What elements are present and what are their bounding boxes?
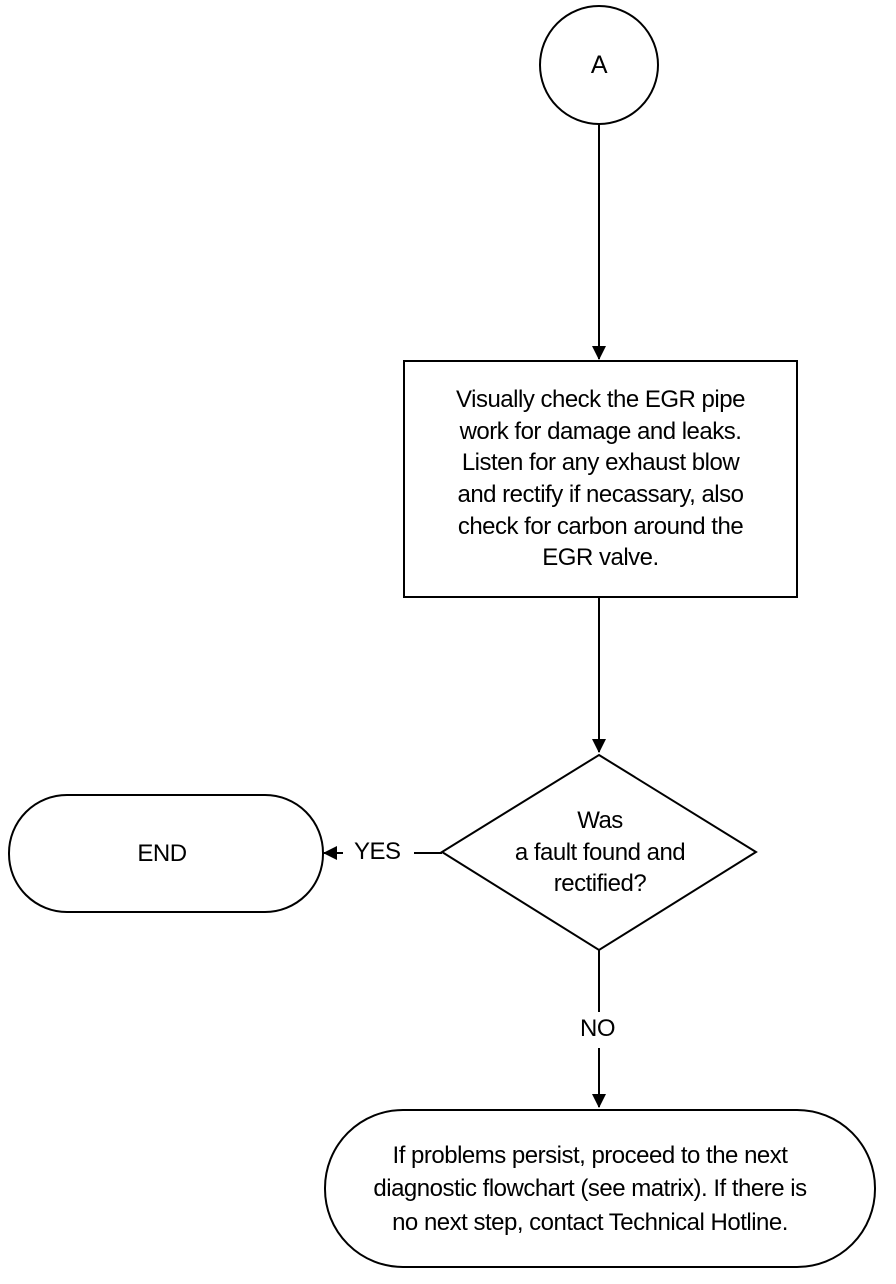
decision-line-3: rectified? xyxy=(553,870,647,898)
connector-a-label-box: A xyxy=(559,45,639,85)
process-box xyxy=(403,360,798,598)
final-terminal-text-box: If problems persist, proceed to the next… xyxy=(330,1118,850,1260)
end-terminal-shape xyxy=(8,794,324,913)
decision-line-2: a fault found and xyxy=(514,838,686,866)
final-terminal-line-2: diagnostic flowchart (see matrix). If th… xyxy=(373,1175,807,1203)
end-terminal-label: END xyxy=(137,839,187,867)
process-line-1: Visually check the EGR pipe xyxy=(456,385,745,413)
process-text-box: Visually check the EGR pipe work for dam… xyxy=(406,368,795,590)
yes-label: YES xyxy=(354,838,401,865)
connector-a-label: A xyxy=(590,50,608,79)
process-line-2: work for damage and leaks. xyxy=(459,417,742,445)
no-label: NO xyxy=(580,1015,616,1042)
process-line-3: Listen for any exhaust blow xyxy=(461,449,740,477)
final-terminal-shape xyxy=(324,1109,876,1268)
process-line-6: EGR valve. xyxy=(542,544,659,572)
final-terminal-line-3: no next step, contact Technical Hotline. xyxy=(392,1208,788,1236)
end-terminal-text-box: END xyxy=(9,795,315,912)
process-line-5: check for carbon around the xyxy=(457,512,744,540)
final-terminal-line-1: If problems persist, proceed to the next xyxy=(392,1141,788,1169)
decision-line-1: Was xyxy=(577,806,623,834)
process-line-4: and rectify if necassary, also xyxy=(457,481,744,508)
decision-text-box: Was a fault found and rectified? xyxy=(470,795,730,910)
